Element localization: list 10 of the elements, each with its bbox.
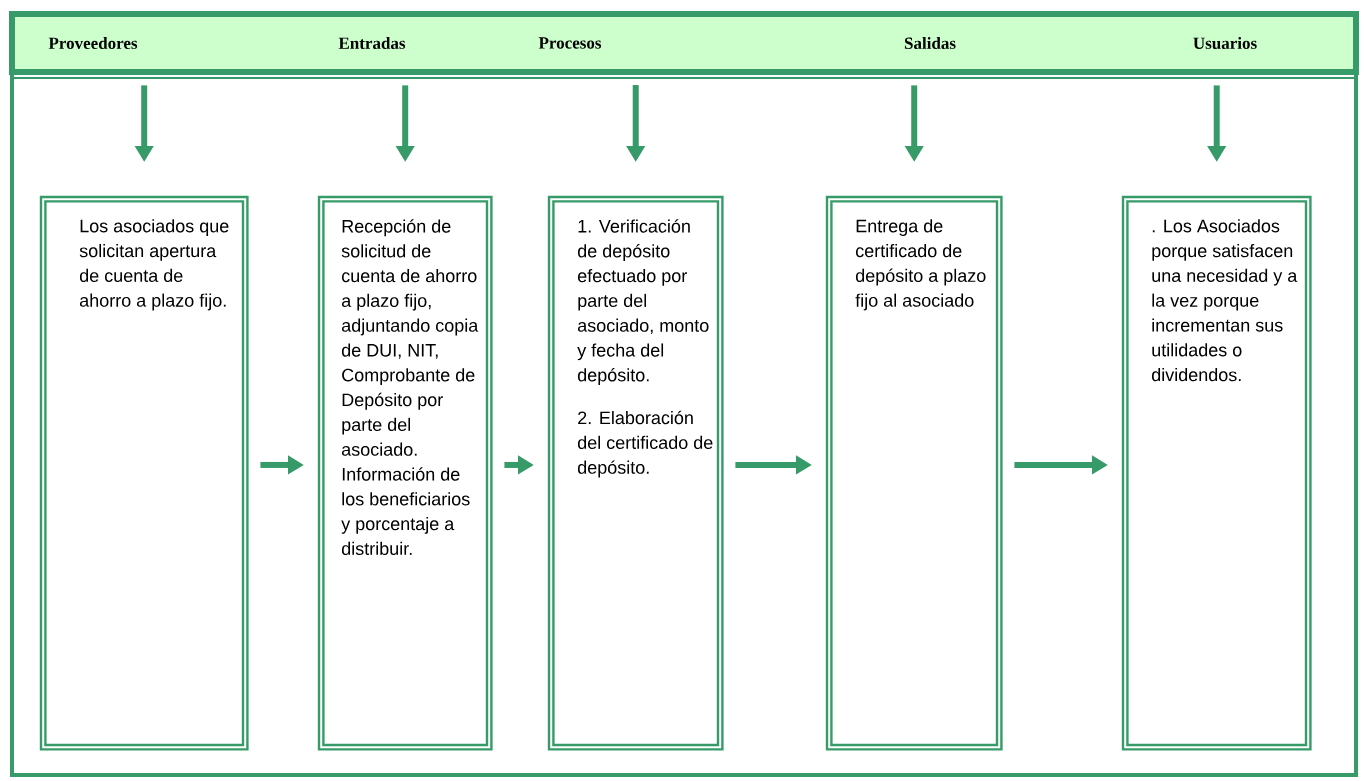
column-heading: Salidas	[904, 37, 956, 49]
column-heading: Usuarios	[1193, 37, 1257, 49]
process-box: 1. Verificación de depósito efectuado por parte del asociado, monto y fecha del depósito. 2. Elaboración del certificado de depósito.	[547, 195, 724, 751]
column-heading: Entradas	[338, 37, 406, 49]
process-box: . Los Asociados porque satisfacen una necesidad y a la vez porque incrementan sus utilidades o dividendos.	[1121, 195, 1312, 751]
process-box: Recepción de solicitud de cuenta de ahorro a plazo fijo, adjuntando copia de DUI, NIT, Comprobante de Depósito por parte del asociado. Información de los beneficiarios y porcentaje a distribuir.	[317, 195, 493, 751]
process-box: Entrega de certificado de depósito a plazo fijo al asociado	[825, 195, 1003, 751]
column-heading: Procesos	[538, 37, 602, 49]
process-box: Los asociados que solicitan apertura de cuenta de ahorro a plazo fijo.	[39, 195, 249, 751]
column-heading: Proveedores	[48, 37, 138, 49]
